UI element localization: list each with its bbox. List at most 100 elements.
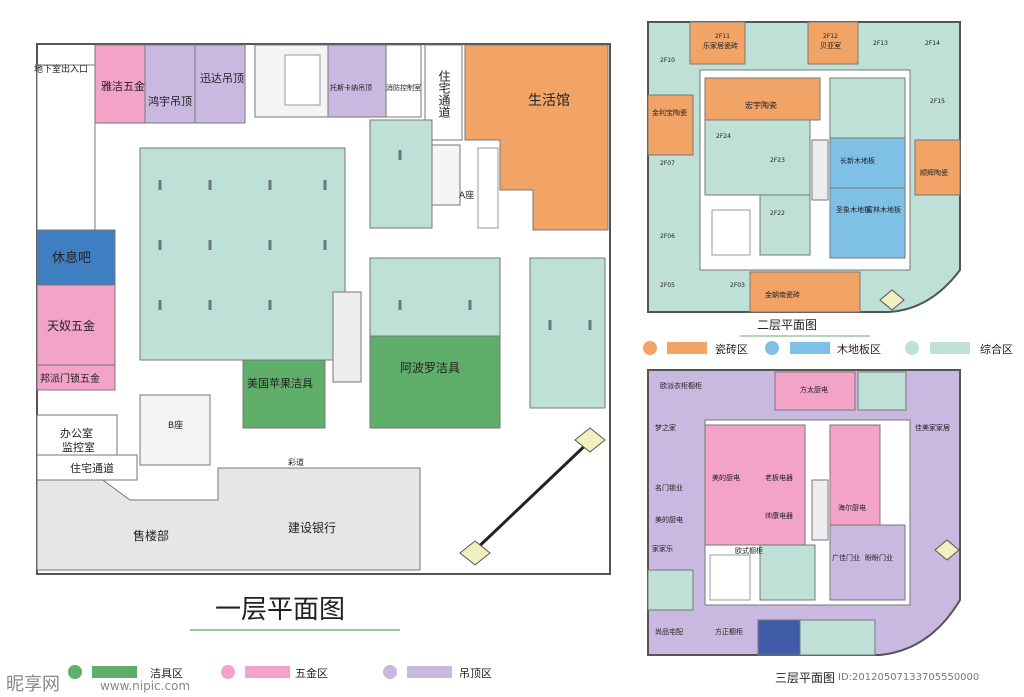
label-meiyi2: 美的厨电 (655, 515, 683, 524)
store-yajie[interactable] (94, 44, 146, 124)
store-xiuxi[interactable] (36, 229, 116, 286)
label-jianshe: 建设银行 (288, 521, 336, 535)
label-zhuzhai-h: 住宅通道 (70, 461, 114, 475)
zone-mint-2f-b[interactable] (759, 194, 811, 256)
corridor-zhuzhai-h (36, 454, 138, 481)
store-shengxiang[interactable] (829, 187, 906, 259)
booth-2f24: 2F23 (770, 157, 785, 164)
zone-mint-3f[interactable] (759, 544, 816, 601)
store-shenghuo[interactable] (464, 44, 609, 231)
label-fangtai: 方太厨电 (800, 385, 828, 394)
store-dili[interactable] (914, 139, 961, 196)
store-xiaofang[interactable] (385, 44, 422, 118)
legend-bar-wood (790, 342, 830, 354)
label-bangongshi: 办公室 (60, 426, 93, 440)
label-fulin: 富林木地板 (866, 205, 901, 214)
legend-dot-sanitary (68, 665, 82, 679)
label-haier: 海尔厨电 (838, 503, 866, 512)
zone-pink-3f-a[interactable] (704, 424, 806, 546)
label-mingfeng: 名门锁业 (655, 483, 683, 492)
label-shuaiqiang: 帅康电器 (765, 511, 793, 520)
booth-2f15: 2F15 (930, 98, 945, 105)
label-entrance: 地下室出入口 (34, 63, 88, 75)
store-hongyu[interactable] (144, 44, 196, 124)
store-abolo[interactable] (369, 335, 501, 429)
zone-mint-right[interactable] (529, 257, 606, 409)
room-bangongshi[interactable] (36, 414, 118, 456)
legend-row1: 瓷砖区 木地板区 综合区 (643, 341, 1013, 356)
legend-bar-sanitary (92, 666, 137, 678)
label-yajie: 雅洁五金 (101, 79, 145, 93)
zone-mint-center[interactable] (369, 257, 501, 337)
store-beiyashi[interactable] (807, 21, 859, 65)
label-tuosi: 托斯卡纳吊顶 (330, 83, 372, 92)
store-changxin[interactable] (829, 137, 906, 189)
store-meiguo[interactable] (242, 359, 326, 429)
store-bangpai[interactable] (36, 364, 116, 391)
booth-2f05: 2F05 (660, 282, 675, 289)
floor3-title: 三层平面图 (775, 671, 835, 685)
corner-kiosk-top (574, 427, 606, 453)
zone-gray-bottom[interactable] (36, 467, 421, 571)
entrance-ramp[interactable] (36, 64, 96, 231)
label-caidao: 彩道 (288, 457, 304, 467)
label-shangpin: 尚品宅配 (655, 627, 683, 636)
booth-2f06: 2F06 (660, 233, 675, 240)
store-jinli[interactable] (647, 94, 694, 156)
corner-kiosk-bottom (459, 540, 491, 566)
legend-dot-ceiling (383, 665, 397, 679)
label-b-zuo: B座 (168, 419, 183, 431)
store-hongyu-tao[interactable] (704, 77, 821, 121)
label-jinli: 金利宝陶瓷 (652, 108, 687, 117)
booth-2f13: 2F13 (873, 40, 888, 47)
label-meiguo: 美国苹果洁具 (247, 376, 313, 390)
booth-2f10: 2F10 (660, 57, 675, 64)
store-lejiale[interactable] (689, 21, 746, 65)
zone-mint-3f-bottom[interactable] (799, 619, 876, 656)
label-jiaju: 家家乐 (652, 544, 673, 553)
zone-purple-3f-c[interactable] (829, 524, 906, 601)
label-mengdejia: 梦之家 (655, 423, 676, 432)
zone-mint-2f-a[interactable] (704, 119, 811, 196)
watermark: 昵享网 www.nipic.com ID:2012050713370555000… (6, 672, 979, 695)
legend-dot-hardware (221, 665, 235, 679)
label-yiheng: 欧派衣柜橱柜 (660, 381, 702, 390)
store-xunda[interactable] (194, 44, 246, 124)
label-panpan: 盼盼门业 (865, 553, 893, 562)
floor2-plan: 乐家居瓷砖 贝亚室 金利宝陶瓷 宏宇陶瓷 长新木地板 圣象木地板 富林木地板 顺… (647, 21, 961, 337)
label-fangli: 方正橱柜 (715, 627, 743, 636)
legend-label-sanitary: 洁具区 (150, 667, 183, 680)
label-meiyi: 美的厨电 (712, 473, 740, 482)
label-shoulou: 售楼部 (133, 528, 169, 543)
booth-2f14: 2F14 (925, 40, 940, 47)
stair-a (429, 144, 461, 206)
legend-dot-wood (765, 341, 779, 355)
watermark-id: ID:20120507133705550000 (838, 672, 979, 683)
label-dili: 顺辉陶瓷 (920, 168, 948, 177)
store-gongyi[interactable] (757, 619, 801, 656)
booth-2f11: 2F11 (715, 33, 730, 40)
store-aoshe[interactable] (857, 371, 907, 411)
store-jinchaonan[interactable] (749, 271, 861, 313)
facade-diagonal (468, 436, 595, 557)
zone-mint-2f-c[interactable] (829, 77, 906, 139)
floor1-plan: 地下室出入口 雅洁五金 鸿宇吊顶 迅达吊顶 托斯卡纳吊顶 消防控制室 住宅通道 … (34, 43, 611, 631)
zone-mint-3f-left[interactable] (647, 569, 694, 611)
zone-mint-large[interactable] (139, 147, 346, 361)
stair-b (139, 394, 211, 466)
label-jiankong: 监控室 (62, 440, 95, 454)
zone-mint-center-top[interactable] (369, 119, 433, 229)
elevator-a (477, 147, 499, 229)
label-jinchaonan: 金朝南瓷砖 (765, 290, 800, 299)
label-a-zuo: A座 (459, 189, 474, 201)
store-tuosi[interactable] (327, 44, 387, 118)
legend-bar-general (930, 342, 970, 354)
label-tiannu: 天奴五金 (47, 318, 95, 333)
restroom-fixtures (284, 54, 321, 106)
zone-pink-3f-b[interactable] (829, 424, 881, 526)
booth-2f23: 2F22 (770, 210, 785, 217)
store-tiannu[interactable] (36, 284, 116, 366)
label-shengxiang: 圣象木地板 (836, 205, 871, 214)
store-fangtai[interactable] (774, 371, 856, 411)
